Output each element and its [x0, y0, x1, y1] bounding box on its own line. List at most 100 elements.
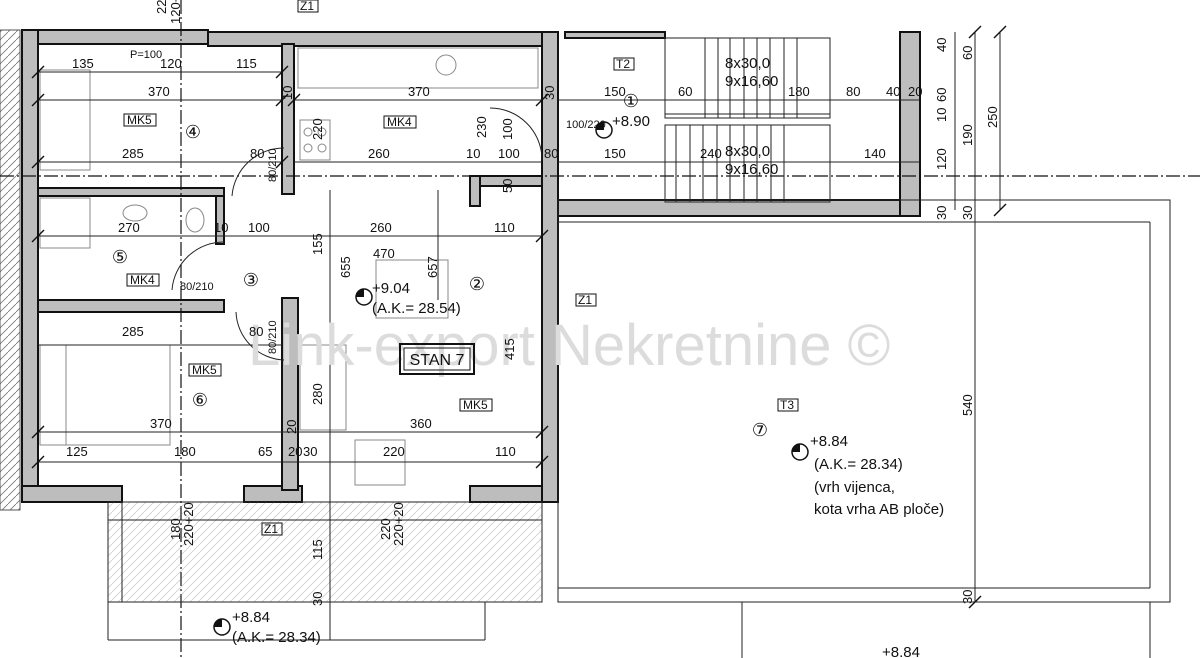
exterior-walls — [21, 29, 921, 503]
svg-text:30: 30 — [542, 86, 557, 100]
svg-text:80: 80 — [846, 84, 860, 99]
stair-label: 8x30,0 — [725, 143, 770, 160]
svg-text:110: 110 — [494, 220, 515, 235]
svg-text:120+20: 120+20 — [168, 0, 183, 24]
svg-text:10: 10 — [934, 108, 949, 122]
svg-text:120: 120 — [160, 56, 182, 71]
washbasin — [122, 204, 148, 222]
room-number-1: ① — [623, 91, 639, 111]
svg-text:150: 150 — [604, 84, 626, 99]
level-marker-5: +8.84 — [882, 644, 920, 658]
svg-text:60: 60 — [934, 88, 949, 102]
apartment-label: STAN 7 — [410, 352, 465, 369]
svg-text:360: 360 — [410, 416, 432, 431]
svg-text:657: 657 — [425, 256, 440, 278]
svg-text:10: 10 — [466, 146, 480, 161]
svg-text:100: 100 — [500, 118, 515, 140]
svg-text:270: 270 — [118, 220, 140, 235]
svg-text:115: 115 — [310, 539, 325, 560]
stair-label: 9x16,60 — [725, 161, 778, 178]
level-value: +9.04 — [372, 280, 410, 297]
level-marker-4: +8.84 (A.K.= 28.34) — [213, 609, 321, 646]
svg-text:220: 220 — [310, 118, 325, 140]
svg-text:80: 80 — [544, 146, 558, 161]
material-tags: Z1 Z1 Z1 T2 T3 MK5 MK4 MK4 MK5 MK5 P=100 — [123, 0, 799, 536]
dimension-texts: 135 120 115 370 370 285 260 80 10 100 80… — [66, 0, 1000, 606]
svg-text:20: 20 — [284, 420, 299, 434]
svg-text:110: 110 — [495, 444, 516, 459]
dining-table — [375, 259, 449, 319]
svg-text:20: 20 — [288, 444, 302, 459]
svg-text:150: 150 — [604, 146, 626, 161]
room-number-7: ⑦ — [752, 420, 768, 440]
tag-z1: Z1 — [300, 0, 314, 13]
svg-text:540: 540 — [960, 394, 975, 416]
svg-text:190: 190 — [960, 124, 975, 146]
svg-text:250: 250 — [985, 106, 1000, 128]
svg-text:30: 30 — [960, 206, 975, 220]
tag-mk5: MK5 — [192, 363, 217, 377]
level-value: +8.90 — [612, 113, 650, 130]
level-marker-2: +9.04 (A.K.= 28.54) — [355, 280, 461, 317]
room-number-6: ⑥ — [192, 390, 208, 410]
svg-text:100: 100 — [248, 220, 270, 235]
balcony — [107, 501, 543, 641]
door-size-labels: 80/210 80/210 80/210 100/220 — [180, 119, 606, 354]
room-number-2: ② — [469, 274, 485, 294]
apartment-title: STAN 7 — [399, 343, 475, 375]
toilet — [185, 207, 205, 233]
watermark: Link-export Nekretnine © — [248, 313, 890, 378]
terrace-note-line-2: kota vrha AB ploče) — [814, 501, 944, 518]
staircase — [664, 37, 831, 203]
svg-text:80: 80 — [249, 324, 263, 339]
door-size: 80/210 — [267, 148, 279, 182]
door-size: 80/210 — [267, 320, 279, 354]
stove — [299, 119, 331, 161]
level-value: +8.84 — [232, 609, 270, 626]
stair-label: 8x30,0 — [725, 55, 770, 72]
svg-text:10: 10 — [280, 86, 295, 100]
svg-text:655: 655 — [338, 256, 353, 278]
svg-text:260: 260 — [370, 220, 392, 235]
level-marker-3: +8.84 (A.K.= 28.34) (vrh vijenca, kota v… — [791, 433, 944, 518]
tag-t2: T2 — [616, 57, 630, 71]
svg-text:30: 30 — [303, 444, 317, 459]
svg-text:30: 30 — [310, 592, 325, 606]
svg-text:180: 180 — [788, 84, 810, 99]
svg-text:280: 280 — [310, 383, 325, 405]
level-value: +8.84 — [882, 644, 920, 658]
terrace-note-line-1: (vrh vijenca, — [814, 479, 895, 496]
svg-text:180: 180 — [174, 444, 196, 459]
bed-room4 — [39, 69, 91, 171]
stair-label: 9x16,60 — [725, 73, 778, 90]
svg-text:50: 50 — [500, 179, 515, 193]
svg-text:40: 40 — [886, 84, 900, 99]
svg-text:285: 285 — [122, 146, 144, 161]
svg-text:140: 140 — [864, 146, 886, 161]
room-number-5: ⑤ — [112, 247, 128, 267]
level-value: +8.84 — [810, 433, 848, 450]
tag-mk5: MK5 — [127, 113, 152, 127]
svg-text:40: 40 — [934, 38, 949, 52]
svg-text:285: 285 — [122, 324, 144, 339]
svg-text:370: 370 — [150, 416, 172, 431]
svg-text:115: 115 — [236, 56, 257, 71]
svg-text:370: 370 — [408, 84, 430, 99]
tag-mk5: MK5 — [463, 398, 488, 412]
svg-text:220+20: 220+20 — [391, 502, 406, 546]
svg-text:155: 155 — [310, 233, 325, 255]
room-number-4: ④ — [185, 122, 201, 142]
kitchen-counter — [297, 47, 539, 89]
svg-text:30: 30 — [960, 590, 975, 604]
svg-text:20: 20 — [908, 84, 922, 99]
svg-text:220: 220 — [378, 518, 393, 540]
svg-text:60: 60 — [960, 46, 975, 60]
level-note: (A.K.= 28.54) — [372, 300, 461, 317]
svg-text:220+20: 220+20 — [181, 502, 196, 546]
svg-text:100: 100 — [498, 146, 520, 161]
svg-text:370: 370 — [148, 84, 170, 99]
svg-text:135: 135 — [72, 56, 94, 71]
external-hatch-strip — [0, 29, 21, 511]
svg-text:60: 60 — [678, 84, 692, 99]
